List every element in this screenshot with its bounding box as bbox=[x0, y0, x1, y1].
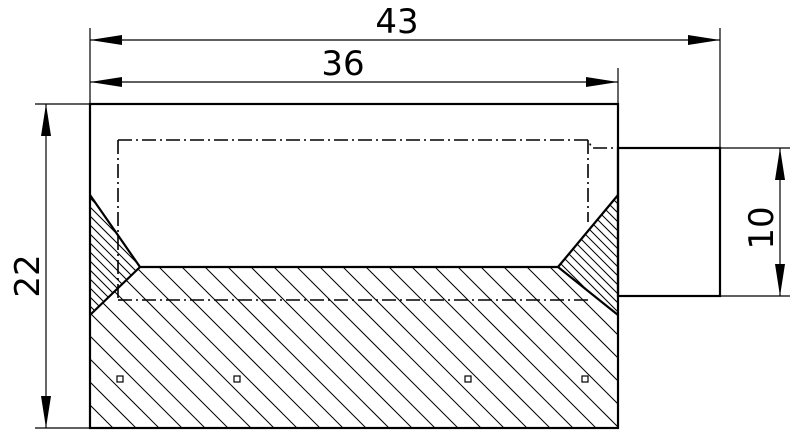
hatch-line bbox=[181, 267, 344, 428]
hatch-line bbox=[480, 267, 618, 428]
marker-square-2 bbox=[233, 375, 241, 383]
hatch-line bbox=[90, 195, 140, 315]
dim-label-step-height: 10 bbox=[742, 206, 782, 249]
arrow-body-right bbox=[586, 77, 618, 87]
marker-square-4 bbox=[581, 375, 589, 383]
hatch-line bbox=[231, 195, 351, 315]
hatch-line bbox=[258, 195, 378, 315]
hatch-line bbox=[90, 267, 160, 428]
hatch-line bbox=[296, 267, 459, 428]
hatch-line bbox=[549, 267, 618, 428]
hatch-line bbox=[90, 267, 252, 428]
hatch-line bbox=[213, 195, 333, 315]
hatch-line bbox=[558, 195, 604, 315]
hatch-line bbox=[168, 195, 288, 315]
hatch-line bbox=[711, 267, 800, 428]
marker-square-3 bbox=[464, 375, 472, 383]
dim-label-overall-width: 43 bbox=[375, 2, 418, 42]
hatch-line bbox=[90, 195, 140, 315]
hatch-line bbox=[195, 195, 315, 315]
hatch-line bbox=[558, 195, 618, 315]
hatch-line bbox=[90, 267, 183, 428]
hatch-line bbox=[158, 267, 321, 428]
hatch-line bbox=[249, 195, 369, 315]
hatch-line bbox=[112, 267, 275, 428]
hatch-line bbox=[558, 195, 618, 315]
hatch-line bbox=[159, 195, 279, 315]
hatch-line bbox=[273, 267, 436, 428]
hatch-line bbox=[177, 195, 297, 315]
hatch-line bbox=[457, 267, 618, 428]
hatch-line bbox=[734, 267, 800, 428]
hatch-line bbox=[558, 195, 618, 315]
chain-line-contour bbox=[118, 139, 718, 149]
hatch-line bbox=[388, 267, 551, 428]
hatch-line bbox=[186, 195, 306, 315]
hatch-line bbox=[319, 267, 482, 428]
hatch-line bbox=[558, 195, 559, 315]
hatch-line bbox=[90, 195, 140, 315]
hatch-line bbox=[90, 267, 229, 428]
hatch-line bbox=[90, 195, 127, 315]
dim-label-body-width: 36 bbox=[321, 44, 364, 84]
hatch-line bbox=[104, 195, 140, 315]
arrow-step-bottom bbox=[775, 264, 785, 296]
hatch-line bbox=[503, 267, 618, 428]
hatch-line bbox=[688, 267, 800, 428]
arrow-overall-right bbox=[688, 35, 720, 45]
hatch-line bbox=[227, 267, 390, 428]
step-outline bbox=[616, 146, 722, 298]
hatch-line bbox=[95, 195, 140, 315]
arrow-height-bottom bbox=[41, 396, 51, 428]
hatch-line bbox=[222, 195, 342, 315]
section-hatch-main bbox=[90, 267, 800, 428]
hatch-line bbox=[90, 195, 140, 315]
hatch-line bbox=[558, 195, 618, 315]
hatch-line bbox=[558, 195, 577, 315]
dim-label-height: 22 bbox=[8, 254, 48, 297]
hatch-line bbox=[204, 267, 367, 428]
hatch-line bbox=[526, 267, 618, 428]
arrow-height-top bbox=[41, 104, 51, 136]
hatch-line bbox=[590, 195, 618, 315]
marker-square-1 bbox=[116, 375, 124, 383]
arrow-overall-left bbox=[90, 35, 122, 45]
arrow-body-left bbox=[90, 77, 122, 87]
hatch-line bbox=[90, 195, 140, 315]
hatch-line bbox=[757, 267, 800, 428]
hatch-line bbox=[434, 267, 597, 428]
hatch-line bbox=[342, 267, 505, 428]
hatch-line bbox=[90, 195, 118, 315]
hatch-line bbox=[250, 267, 413, 428]
hatch-line bbox=[204, 195, 324, 315]
hatch-line bbox=[90, 267, 206, 428]
hatch-line bbox=[619, 267, 780, 428]
hatch-line bbox=[595, 267, 618, 428]
hatch-line bbox=[411, 267, 574, 428]
hatch-line bbox=[141, 195, 261, 315]
hatch-line bbox=[150, 195, 270, 315]
left-v-edge bbox=[89, 194, 142, 316]
arrow-step-top bbox=[775, 148, 785, 180]
hatch-line bbox=[122, 195, 140, 315]
hatch-line bbox=[365, 267, 528, 428]
hatch-line bbox=[90, 267, 137, 428]
hatch-line bbox=[90, 195, 140, 315]
hatch-line bbox=[135, 267, 298, 428]
hatch-line bbox=[131, 195, 140, 315]
